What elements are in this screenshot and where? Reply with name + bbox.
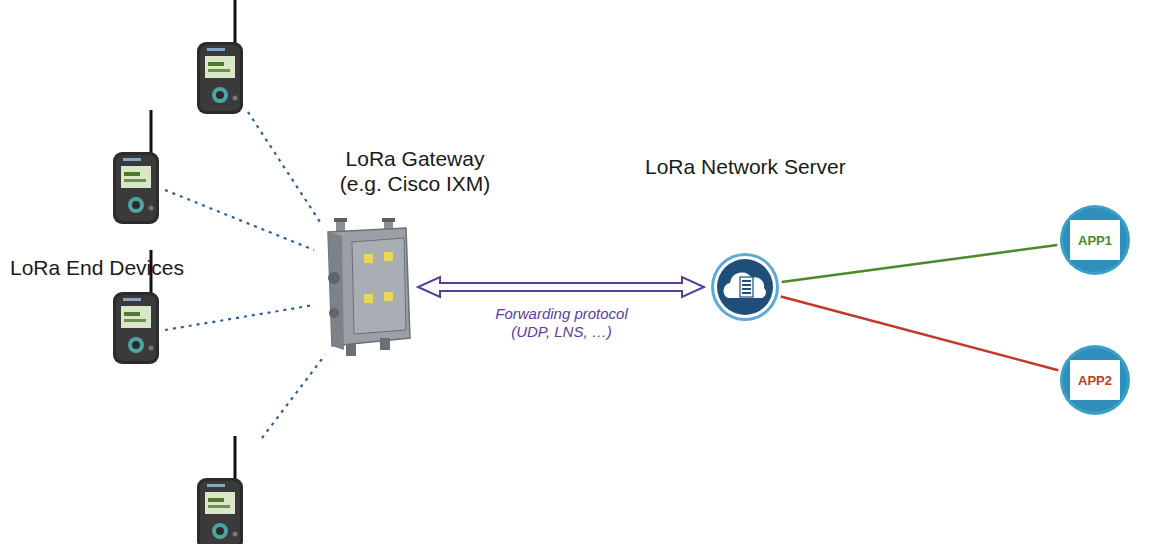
node-heading: LoRa Gateway (e.g. Cisco IXM) <box>326 146 504 196</box>
gateway-node: LoRa Gateway (e.g. Cisco IXM) <box>322 218 412 356</box>
app-label: APP1 <box>1078 233 1112 248</box>
app-node: APP2 <box>1059 344 1131 416</box>
cloud-server-icon <box>710 252 780 322</box>
app-label-box: APP2 <box>1070 360 1120 400</box>
network-server-node: LoRa Network Server <box>710 252 780 322</box>
app-link <box>781 297 1059 371</box>
end-device <box>113 110 159 224</box>
app-link <box>782 245 1058 282</box>
group-label: LoRa End Devices <box>10 256 184 280</box>
app-label-box: APP1 <box>1070 220 1120 260</box>
end-device-links <box>165 112 325 438</box>
app-label: APP2 <box>1078 373 1112 388</box>
node-heading: LoRa Network Server <box>645 154 846 179</box>
edge-label: Forwarding protocol (UDP, LNS, …) <box>483 305 640 341</box>
end-device <box>197 0 243 114</box>
forwarding-arrow <box>418 277 704 297</box>
app-node: APP1 <box>1059 204 1131 276</box>
gateway-illustration <box>322 218 412 356</box>
end-device <box>197 436 243 544</box>
